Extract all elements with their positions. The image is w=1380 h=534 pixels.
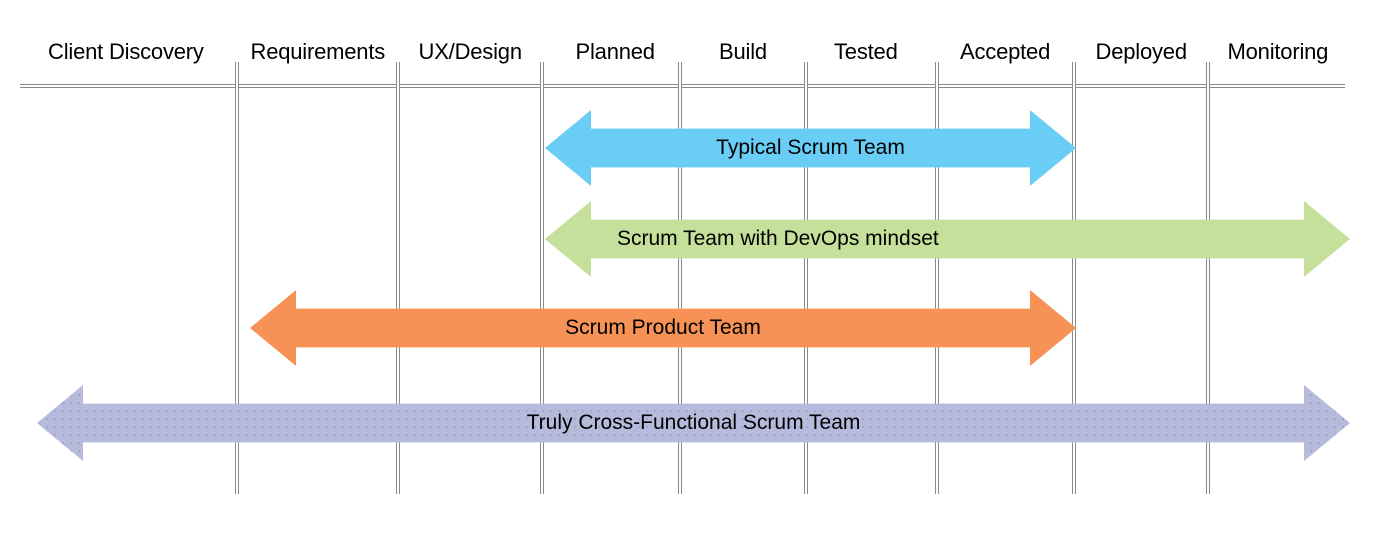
team-scope-arrow: Scrum Product Team [250,290,1076,366]
stage-divider-line [1206,62,1210,494]
stage-label: Monitoring [1227,39,1329,64]
double-headed-arrow-shape [37,385,1350,461]
stage-label: Tested [834,39,898,64]
stage-label: Deployed [1095,39,1188,64]
stage-label: Build [719,39,767,64]
stage-divider-line [935,62,939,494]
stage-divider-line [396,62,400,494]
double-headed-arrow-shape [545,201,1350,277]
team-scope-arrow: Truly Cross-Functional Scrum Team [37,385,1350,461]
header-divider-rule [20,84,1345,88]
stage-divider-line [678,62,682,494]
team-scope-arrow: Scrum Team with DevOps mindset [545,201,1350,277]
stage-label: Client Discovery [48,39,204,64]
stage-divider-line [804,62,808,494]
double-headed-arrow-shape [250,290,1076,366]
stage-label: Requirements [250,39,386,64]
stage-divider-line [1072,62,1076,494]
team-scope-arrow: Typical Scrum Team [545,110,1076,186]
stage-label: Accepted [960,39,1051,64]
stage-label: UX/Design [418,39,523,64]
stage-divider-line [235,62,239,494]
stage-label: Planned [575,39,656,64]
double-headed-arrow-shape [545,110,1076,186]
stage-divider-line [540,62,544,494]
